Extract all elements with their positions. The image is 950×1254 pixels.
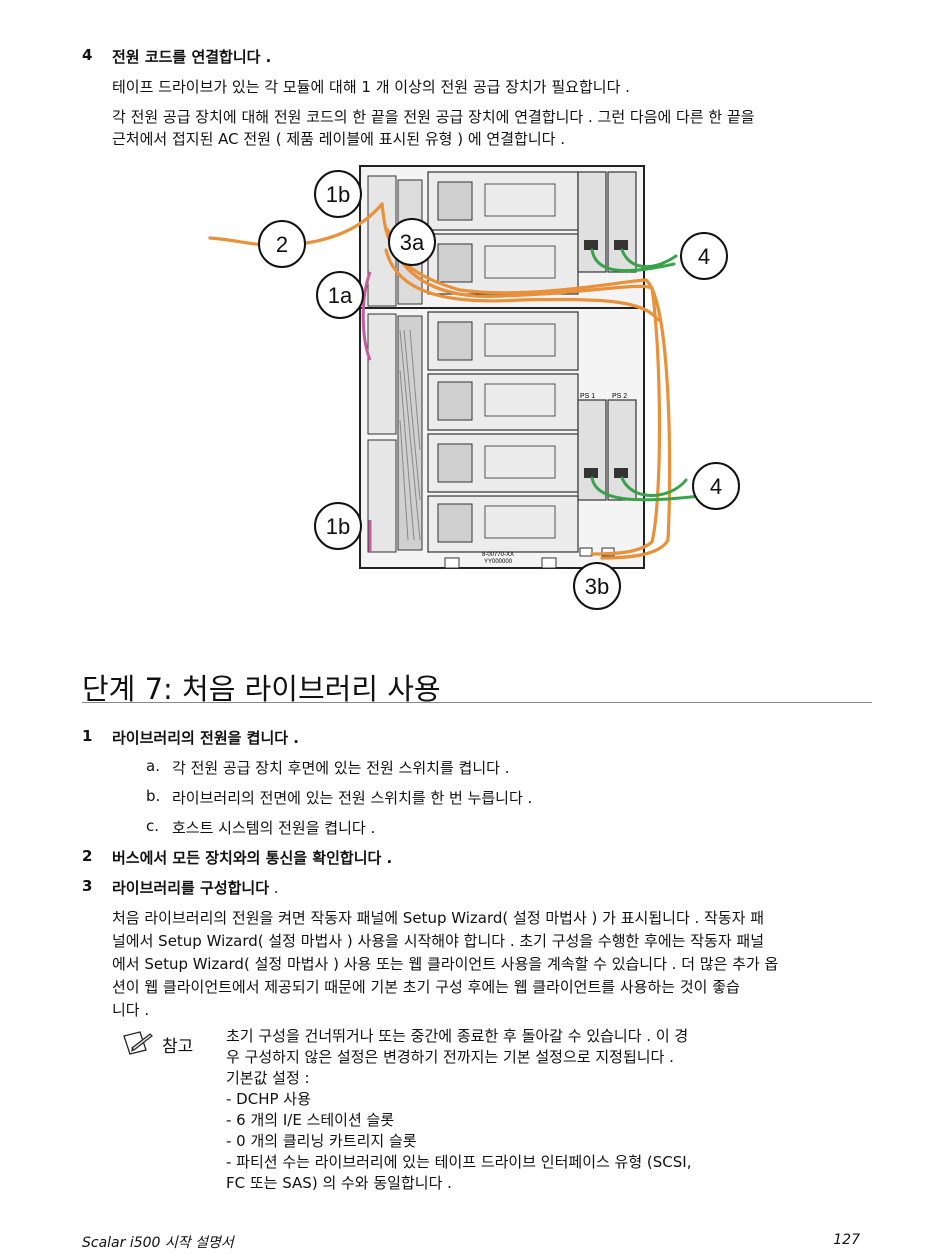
power-supply-upper-1: [577, 171, 607, 273]
substep-letter: b.: [146, 787, 161, 805]
step-number: 3: [82, 877, 93, 895]
green-cables: [590, 248, 702, 502]
paragraph-line: 니다 .: [112, 1001, 150, 1019]
callout-1b-bottom: 1b: [326, 514, 350, 539]
step-title: 전원 코드를 연결합니다 .: [112, 48, 272, 66]
paragraph: 테이프 드라이브가 있는 각 모듈에 대해 1 개 이상의 전원 공급 장치가 …: [112, 78, 630, 96]
paragraph-line: 널에서 Setup Wizard( 설정 마법사 ) 사용을 시작해야 합니다 …: [112, 932, 765, 950]
note-pencil-icon: [123, 1031, 153, 1055]
step-number: 2: [82, 847, 93, 865]
callout-4-lower: 4: [710, 474, 722, 499]
footer-title: Scalar i500 시작 설명서: [82, 1235, 234, 1251]
ps1-label: PS 1: [580, 393, 595, 400]
rack-label: YY000000: [484, 559, 513, 565]
substep-letter: a.: [146, 757, 160, 775]
control-module-lower: [367, 439, 397, 553]
step-number: 1: [82, 727, 93, 745]
note-line: 기본값 설정 :: [226, 1069, 310, 1087]
rack-label: 8-00770-XX: [482, 552, 514, 558]
note-label: 참고: [162, 1037, 194, 1057]
paragraph-line: 근처에서 접지된 AC 전원 ( 제품 레이블에 표시된 유형 ) 에 연결합니…: [112, 130, 565, 148]
power-supply-lower-2: [607, 399, 637, 501]
power-supply-upper-2: [607, 171, 637, 273]
paragraph-line: 에서 Setup Wizard( 설정 마법사 ) 사용 또는 웹 클라이언트 …: [112, 955, 779, 973]
step-title-suffix: .: [269, 879, 279, 897]
power-supply-lower-1: [577, 399, 607, 501]
step-number: 4: [82, 46, 93, 64]
step-title: 버스에서 모든 장치와의 통신을 확인합니다 .: [112, 849, 393, 867]
substep-letter: c.: [146, 817, 160, 835]
section-heading: 단계 7: 처음 라이브러리 사용: [82, 672, 441, 706]
control-module-middle: [367, 313, 397, 435]
callout-3b: 3b: [585, 574, 609, 599]
note-line: - 파티션 수는 라이브러리에 있는 테이프 드라이브 인터페이스 유형 (SC…: [226, 1153, 692, 1171]
step-title: 라이브러리의 전원을 켭니다 .: [112, 729, 299, 747]
step-title-line: 라이브러리를 구성합니다 .: [112, 877, 279, 898]
ps2-label: PS 2: [612, 393, 627, 400]
pink-cable: [361, 271, 372, 361]
callout-1b-top: 1b: [326, 182, 350, 207]
step3-paragraph: 처음 라이브러리의 전원을 켜면 작동자 패널에 Setup Wizard( 설…: [112, 907, 882, 1022]
substep-text: 각 전원 공급 장치 후면에 있는 전원 스위치를 켭니다 .: [172, 759, 510, 777]
callout-4-upper: 4: [698, 244, 710, 269]
page-number: 127: [833, 1232, 860, 1248]
note-line: 초기 구성을 건너뛰거나 또는 중간에 종료한 후 돌아갈 수 있습니다 . 이…: [226, 1027, 689, 1045]
substep-text: 라이브러리의 전면에 있는 전원 스위치를 한 번 누릅니다 .: [172, 789, 533, 807]
note-body: 초기 구성을 건너뛰거나 또는 중간에 종료한 후 돌아갈 수 있습니다 . 이…: [226, 1026, 826, 1194]
paragraph-line: 처음 라이브러리의 전원을 켜면 작동자 패널에 Setup Wizard( 설…: [112, 909, 765, 927]
library-cabling-figure: PS 1 PS 2 8-00770-XX YY000000 1b 2 3: [208, 165, 740, 610]
callout-2: 2: [276, 232, 288, 257]
callout-3a: 3a: [400, 230, 425, 255]
note-line: FC 또는 SAS) 의 수와 동일합니다 .: [226, 1174, 452, 1192]
note-line: - DCHP 사용: [226, 1090, 311, 1108]
paragraph-line: 각 전원 공급 장치에 대해 전원 코드의 한 끝을 전원 공급 장치에 연결합…: [112, 108, 755, 126]
note-line: - 6 개의 I/E 스테이션 슬롯: [226, 1111, 395, 1129]
substep-text: 호스트 시스템의 전원을 켭니다 .: [172, 819, 376, 837]
step-title: 라이브러리를 구성합니다: [112, 879, 270, 897]
note-line: 우 구성하지 않은 설정은 변경하기 전까지는 기본 설정으로 지정됩니다 .: [226, 1048, 674, 1066]
note-line: - 0 개의 클리닝 카트리지 슬롯: [226, 1132, 417, 1150]
paragraph-line: 션이 웹 클라이언트에서 제공되기 때문에 기본 초기 구성 후에는 웹 클라이…: [112, 978, 740, 996]
callout-1a: 1a: [328, 283, 353, 308]
section-divider: [82, 702, 872, 703]
